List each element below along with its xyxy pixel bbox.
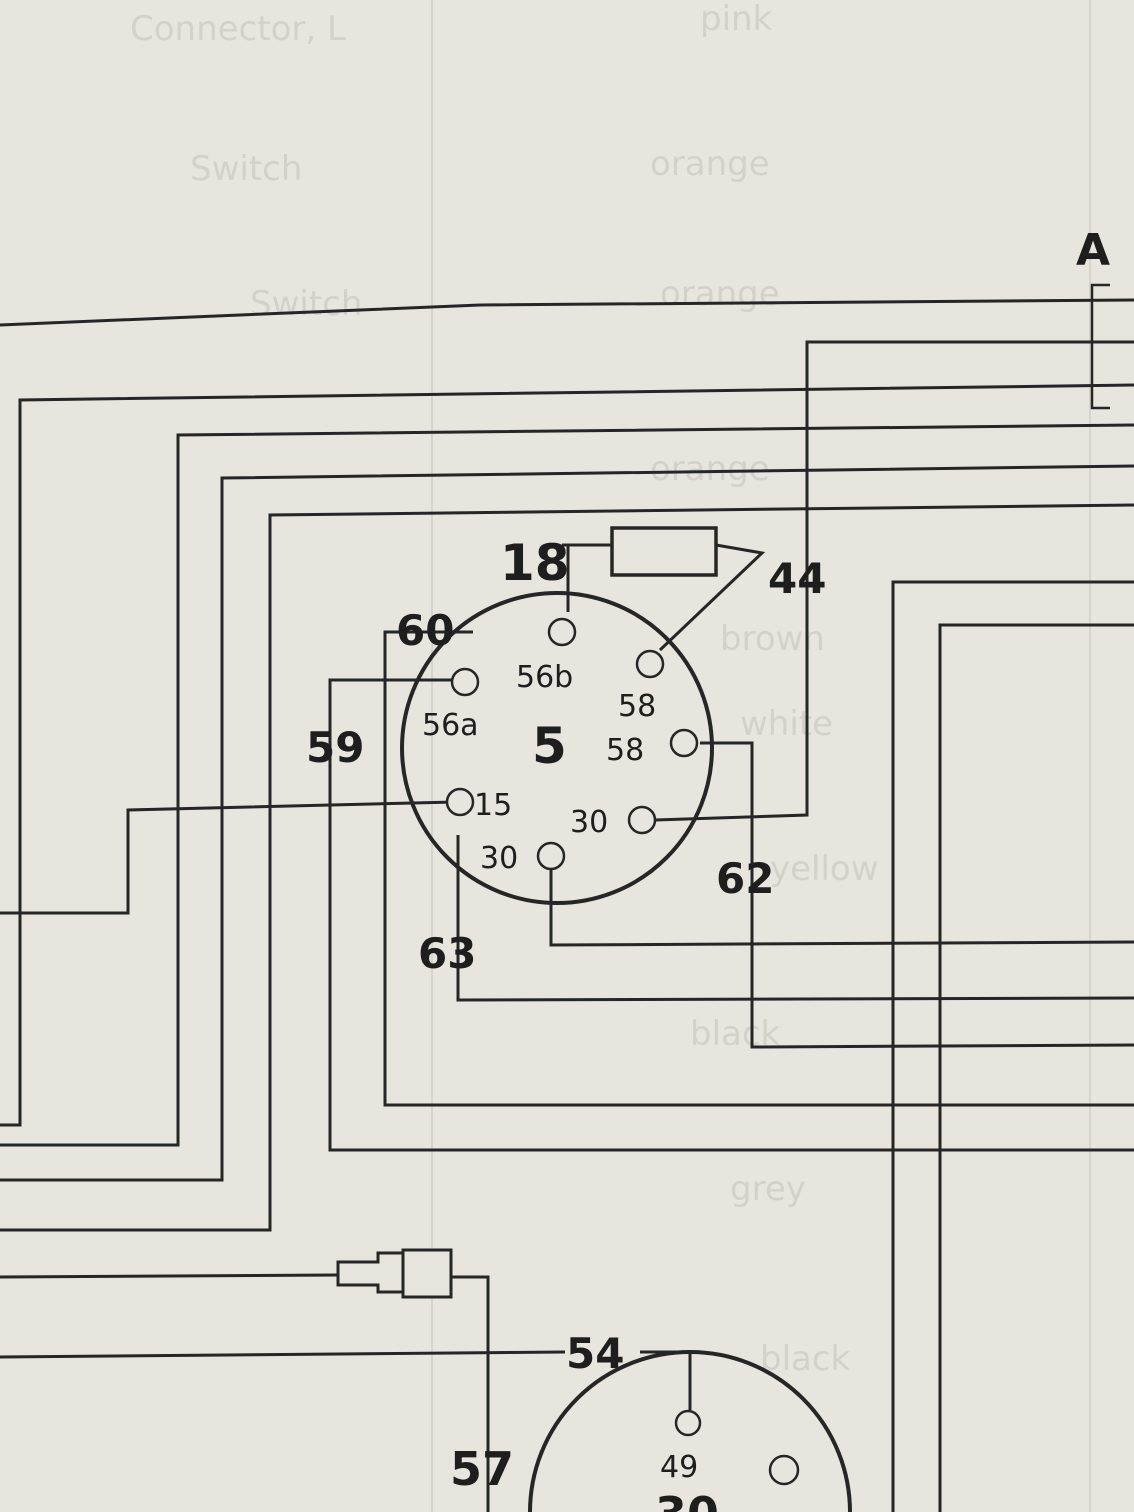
connector-number: 5 [532, 717, 567, 775]
plug-male [336, 1251, 405, 1294]
pin-label-30-upper: 30 [570, 805, 608, 840]
ghost-text: pink [700, 0, 773, 39]
wire-outer-2 [0, 423, 1134, 1147]
pin-label-56b: 56b [516, 660, 573, 695]
wire-54-feed [0, 1350, 566, 1359]
wires [0, 298, 1134, 1512]
ghost-text: orange [660, 274, 780, 314]
ghost-text: brown [720, 619, 825, 659]
wire-label-59: 59 [306, 723, 364, 772]
pin-label-58-lower: 58 [606, 733, 644, 768]
connector-bottom-outline [528, 1350, 852, 1512]
inline-plug [336, 1248, 453, 1299]
pin-label-15: 15 [474, 788, 512, 823]
pin-49-terminal [674, 1409, 702, 1437]
ghost-text: orange [650, 449, 770, 489]
connector-bottom: 49 30 [528, 1350, 852, 1512]
edge-marker: A [1076, 225, 1110, 410]
wire-60 [383, 630, 1134, 1107]
resistor-lead-right [658, 543, 766, 652]
wire-top [0, 298, 1134, 327]
edge-label: A [1076, 225, 1110, 276]
ghost-text: white [740, 704, 833, 744]
pin-right-terminal [768, 1454, 800, 1486]
wire-right-1 [891, 580, 1134, 1512]
wire-44 [805, 340, 1134, 625]
wire-label-18: 18 [500, 534, 570, 592]
connector-5: 5 56b 58 56a 58 15 30 30 [400, 591, 714, 905]
wire-30-upper [654, 620, 809, 822]
ghost-text: Switch [250, 284, 362, 324]
connector-5-outline [400, 591, 714, 905]
ghost-text: yellow [770, 849, 879, 889]
edge-bracket [1090, 283, 1110, 410]
wire-label-62: 62 [716, 854, 774, 903]
background-bleed-through: pink Connector, L orange Switch orange S… [130, 0, 1091, 1512]
pin-label-58: 58 [618, 689, 656, 724]
plug-female [401, 1248, 453, 1299]
pin-58-upper-terminal [635, 649, 665, 679]
connector-bottom-number: 30 [655, 1487, 719, 1512]
wire-label-60: 60 [396, 606, 454, 655]
ghost-text: grey [730, 1169, 806, 1209]
pin-15-terminal [445, 787, 475, 817]
wire-57 [450, 1275, 490, 1512]
wire-right-2 [938, 623, 1134, 1512]
wire-15 [0, 800, 456, 915]
pin-label-30-lower: 30 [480, 841, 518, 876]
wire-label-44: 44 [768, 554, 826, 603]
ghost-text: Connector, L [130, 9, 346, 49]
wire-outer-1 [0, 383, 1134, 1127]
wire-label-57: 57 [450, 1442, 514, 1496]
wire-63 [456, 835, 1134, 1002]
ghost-text: black [760, 1339, 851, 1379]
wire-54 [640, 1350, 692, 1410]
pin-58-lower-terminal [669, 728, 699, 758]
pin-56b-terminal [547, 617, 577, 647]
wire-59 [328, 678, 1134, 1152]
pin-label-56a: 56a [422, 708, 479, 743]
wire-outer-4 [0, 503, 1134, 1232]
ghost-text: orange [650, 144, 770, 184]
wire-labels: 18 44 60 59 62 63 54 57 [306, 534, 826, 1496]
ghost-text: Switch [190, 149, 302, 189]
pin-30-lower-terminal [536, 841, 566, 871]
pin-56a-terminal [450, 667, 480, 697]
wire-label-63: 63 [418, 929, 476, 978]
resistor-body [610, 526, 718, 577]
wire-62 [700, 741, 1134, 1049]
wire-57-feed [0, 1273, 339, 1279]
pin-30-upper-terminal [627, 805, 657, 835]
wire-outer-3 [0, 464, 1134, 1182]
resistor [562, 526, 766, 652]
pin-label-49: 49 [660, 1450, 698, 1485]
